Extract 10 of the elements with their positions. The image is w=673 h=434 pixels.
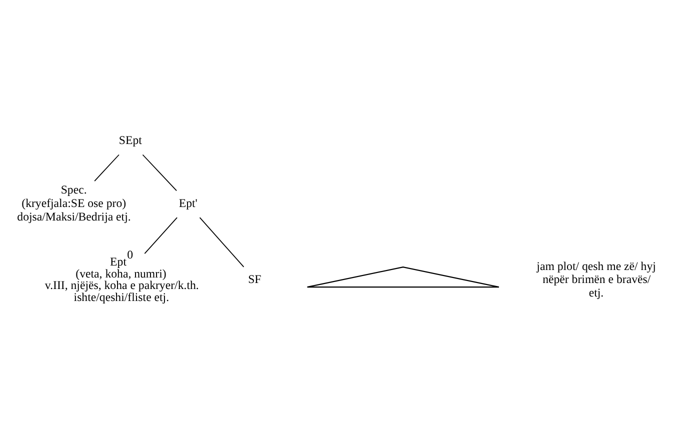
connector [144, 216, 178, 254]
node-text: Spec. (kryefjala:SE ose pro) dojsa/Maksi/Bedrija etj. [17, 182, 131, 223]
node-text: Ept' [178, 195, 198, 210]
node-text: SF [248, 272, 262, 286]
node-label: jam plot/ qesh me zë/ hyj nëpër brimën e bravës/ etj. [536, 258, 656, 300]
node-triangle [306, 266, 500, 288]
connector [142, 154, 177, 191]
node-text: SEpt [118, 132, 142, 147]
connector [199, 216, 244, 267]
connector [94, 154, 120, 181]
